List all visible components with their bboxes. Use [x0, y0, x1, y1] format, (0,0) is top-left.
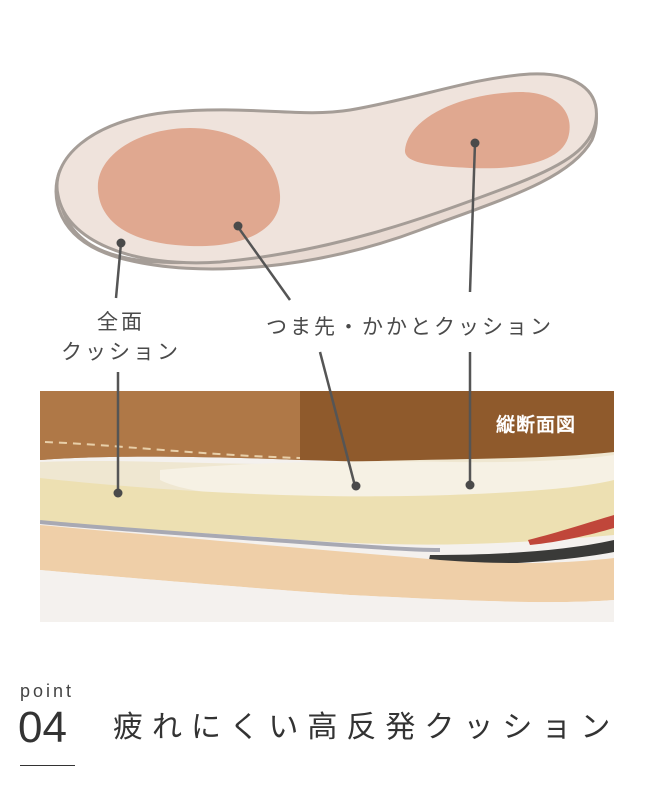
forefoot-cushion-dot	[233, 221, 243, 231]
full-cushion-dot	[116, 238, 126, 248]
pointer-dots	[113, 138, 480, 498]
full-cushion-label-line2: クッション	[61, 340, 181, 364]
forefoot-cushion-pad	[97, 128, 281, 247]
heel-cushion-pad	[404, 92, 570, 169]
section-title: 疲れにくい高反発クッション	[113, 710, 620, 745]
heel-cushion-dot	[470, 138, 480, 148]
full-cushion-label: 全面 クッション	[56, 307, 186, 367]
point-number: 04	[18, 703, 67, 752]
full-cushion-label-line1: 全面	[97, 310, 145, 334]
section-full-dot	[113, 488, 123, 498]
point-underline	[20, 765, 75, 766]
insole-illustration	[54, 72, 598, 271]
section-toe-dot	[351, 481, 361, 491]
section-heel-dot	[465, 480, 475, 490]
pointer-lines	[114, 142, 477, 492]
point-label: point	[20, 681, 75, 701]
cross-section-tag: 縦断面図	[496, 414, 577, 436]
toe-heel-cushion-label: つま先・かかとクッション	[266, 315, 554, 339]
